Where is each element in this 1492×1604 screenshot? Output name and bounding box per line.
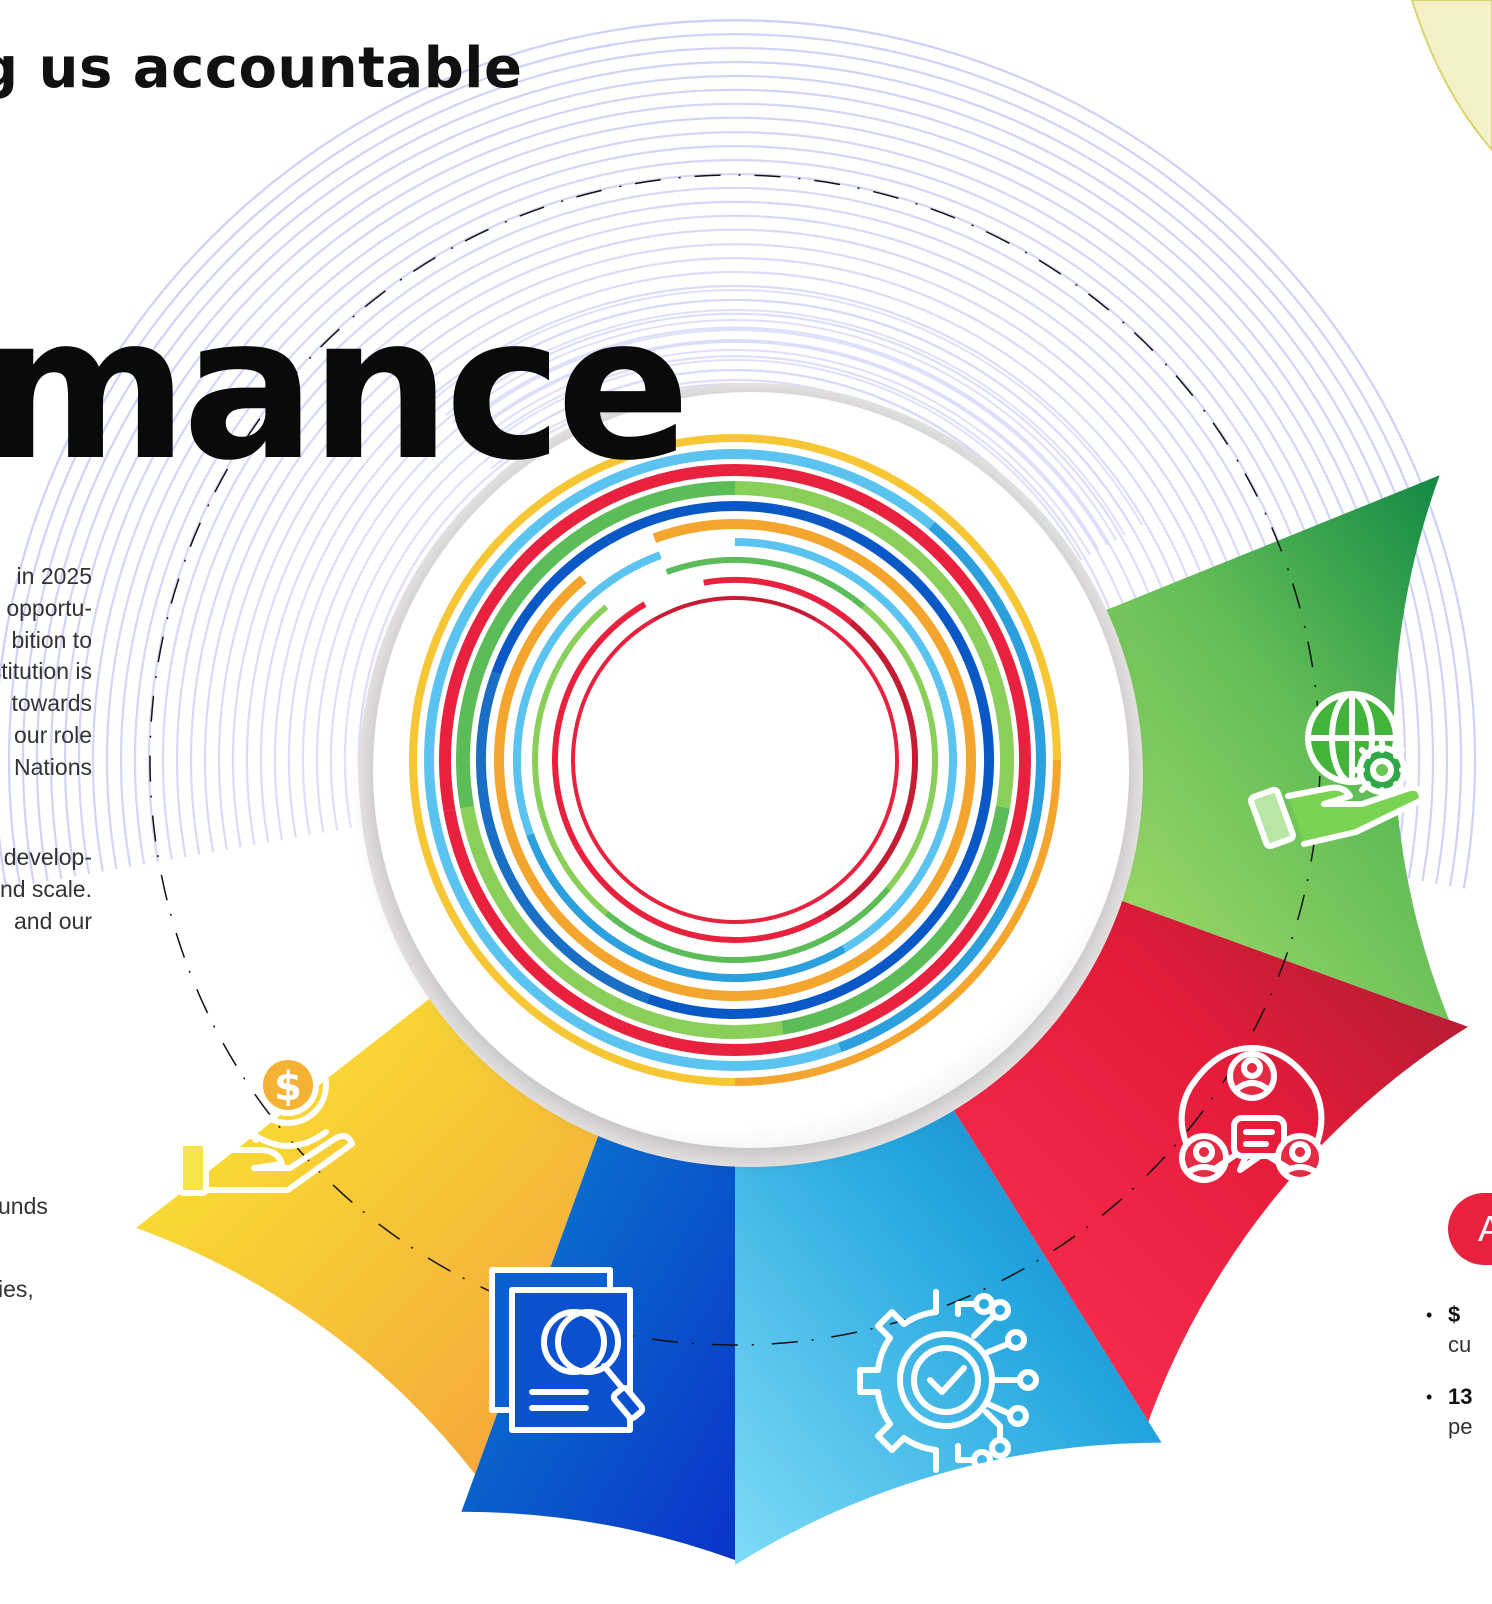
background-ring — [451, 319, 1117, 541]
corner-decoration — [1410, 0, 1492, 152]
list-item-bold: $ — [1448, 1302, 1461, 1327]
ring-arc — [734, 434, 1061, 761]
right-bullet-list: $ cu 13 pe — [1426, 1300, 1473, 1464]
ring-arc — [895, 561, 995, 890]
ring-arc — [841, 649, 957, 953]
background-ring — [432, 289, 1143, 526]
hand-coin-icon: $ — [177, 1021, 355, 1196]
ring-arc — [571, 617, 656, 866]
background-ring — [147, 172, 1323, 862]
text-line: develop- — [3, 844, 92, 870]
background-ring — [0, 19, 1477, 889]
ring-arc — [409, 759, 736, 1086]
ring-arc — [491, 535, 611, 675]
background-ring — [464, 339, 1100, 551]
text-line: bition to — [11, 626, 92, 653]
document-search-icon — [489, 1267, 646, 1433]
ring-arc — [734, 481, 1014, 809]
ring-arc — [512, 551, 662, 836]
background-ring — [49, 74, 1421, 879]
ring-arc — [579, 449, 935, 530]
wheel-segment — [1029, 475, 1450, 1020]
right-pill-tag: A — [1448, 1193, 1492, 1265]
ring-arc — [424, 490, 585, 1030]
background-ring — [21, 46, 1449, 884]
ring-arc — [823, 619, 919, 919]
section-heading: g us accountable — [0, 36, 523, 101]
text-line: and our — [13, 907, 92, 934]
ring-arc — [526, 833, 846, 983]
ring-arc — [443, 809, 883, 1056]
list-item-sub: pe — [1448, 1414, 1473, 1439]
ring-arc — [780, 805, 1010, 1035]
wheel-segment — [735, 1048, 1162, 1565]
background-ring — [105, 131, 1365, 870]
ring-arc — [439, 533, 553, 812]
ring-arc — [837, 521, 1046, 1053]
ring-arc — [652, 518, 856, 560]
sdg-rings — [409, 434, 1061, 1086]
text-line: nd scale. — [0, 875, 92, 902]
ring-arc — [734, 759, 1061, 1086]
background-ring — [438, 298, 1135, 531]
ring-arc — [544, 464, 926, 543]
ring-arc — [531, 604, 609, 916]
background-ring — [477, 359, 1083, 561]
left-text-line: unds — [0, 1193, 48, 1219]
ring-arc — [605, 500, 902, 570]
background-ring — [91, 116, 1379, 872]
background-ring — [470, 349, 1091, 556]
ring-arc — [665, 557, 866, 610]
ring-arc — [550, 908, 890, 1002]
text-line: stitution is — [0, 658, 92, 685]
ring-arc — [456, 546, 565, 809]
background-ring — [445, 308, 1126, 536]
big-title: mance — [0, 273, 691, 504]
svg-text:$: $ — [274, 1064, 302, 1110]
ring-arc — [734, 538, 928, 654]
background-ring — [77, 102, 1393, 875]
background-ring — [63, 88, 1407, 877]
ring-arc — [876, 533, 1031, 1017]
background-ring — [457, 329, 1109, 546]
intro-paragraph: in 2025 opportu- bition to stitution is … — [0, 561, 92, 784]
text-line: our role — [14, 721, 92, 748]
list-item-sub: cu — [1448, 1332, 1472, 1357]
left-text-line: ies, — [0, 1276, 34, 1302]
background-ring — [7, 33, 1463, 887]
ring-arc — [646, 884, 960, 1020]
gear-circuit-icon — [857, 1289, 1039, 1473]
globe-gear-hand-icon — [1248, 691, 1425, 850]
ring-arc — [604, 886, 891, 964]
ring-arc — [850, 551, 976, 945]
ring-arc — [861, 604, 939, 891]
background-ring — [161, 186, 1309, 860]
ring-arc — [814, 617, 899, 886]
background-ring — [35, 61, 1435, 882]
ring-arc — [552, 601, 647, 852]
list-item-bold: 13 — [1448, 1384, 1473, 1409]
ring-arc — [460, 805, 784, 1039]
background-ring — [133, 159, 1337, 865]
second-paragraph: develop- nd scale. and our — [0, 842, 92, 937]
list-item: 13 pe — [1426, 1382, 1473, 1442]
list-item: $ cu — [1426, 1300, 1472, 1360]
ring-arc — [703, 576, 853, 625]
ring-arc — [576, 848, 827, 943]
ring-arc — [409, 434, 736, 761]
ring-arc — [579, 1020, 842, 1071]
background-ring — [119, 145, 1351, 867]
community-chat-icon — [1178, 1045, 1325, 1183]
ring-arc — [609, 862, 841, 924]
ring-arc — [475, 671, 650, 1004]
text-line: towards — [11, 690, 92, 717]
ring-arc — [555, 481, 736, 557]
ring-arc — [493, 575, 587, 915]
text-line: Nations — [14, 753, 92, 780]
text-line: in 2025 — [16, 563, 92, 589]
text-line: opportu- — [6, 594, 92, 621]
